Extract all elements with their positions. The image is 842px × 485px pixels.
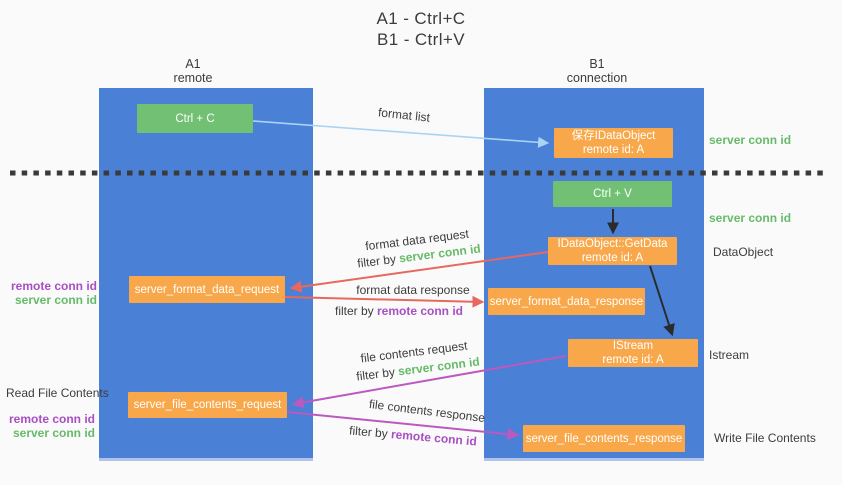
node-save-idataobject: 保存IDataObject remote id: A	[554, 128, 673, 158]
node-idataobject-getdata: IDataObject::GetData remote id: A	[548, 237, 677, 265]
side-label-remote-conn-id-format: remote conn id	[10, 279, 97, 293]
side-label-server-conn-id-top: server conn id	[709, 133, 792, 147]
side-label-istream: Istream	[709, 348, 750, 362]
title-line-1: A1 - Ctrl+C	[376, 9, 466, 28]
side-label-dataobject: DataObject	[713, 245, 774, 259]
file-contents-response-arrow	[286, 411, 520, 441]
format-data-request-arrow	[289, 251, 549, 293]
lane-header-b1: B1 connection	[567, 57, 627, 85]
filter-by-text: filter by	[334, 304, 377, 318]
label-format-data-response: format data response	[356, 283, 470, 297]
node-getdata-line1: IDataObject::GetData	[557, 238, 668, 250]
format-list-arrow	[252, 120, 550, 148]
lane-a1-name: A1	[185, 57, 201, 71]
node-file-request-label: server_file_contents_request	[133, 399, 282, 411]
format-data-response-arrow	[284, 295, 485, 308]
node-file-response-label: server_file_contents_response	[525, 432, 683, 445]
node-server-file-contents-response: server_file_contents_response	[523, 425, 685, 452]
file-contents-request-arrow	[291, 355, 567, 409]
node-getdata-line2: remote id: A	[581, 252, 644, 264]
side-label-write-file-contents: Write File Contents	[714, 431, 816, 445]
node-server-format-data-response: server_format_data_response	[488, 288, 645, 315]
node-istream: IStream remote id: A	[568, 339, 698, 367]
side-label-read-file-contents: Read File Contents	[6, 386, 109, 400]
node-save-idataobject-line2: remote id: A	[582, 144, 645, 156]
node-ctrl-c: Ctrl + C	[137, 104, 253, 133]
lane-header-a1: A1 remote	[174, 57, 213, 85]
node-server-format-data-request: server_format_data_request	[129, 276, 285, 303]
lane-b1-subtitle: connection	[566, 71, 628, 85]
node-ctrl-v-label: Ctrl + V	[593, 188, 632, 200]
side-label-server-conn-id-format: server conn id	[14, 293, 97, 307]
node-istream-line2: remote id: A	[602, 354, 664, 366]
side-label-server-conn-id-mid: server conn id	[709, 211, 792, 225]
getdata-to-istream-arrow	[649, 265, 675, 337]
remote-conn-id-text: remote conn id	[377, 304, 464, 318]
lane-b1-name: B1	[589, 57, 605, 71]
node-istream-line1: IStream	[612, 340, 654, 352]
node-ctrl-c-label: Ctrl + C	[175, 112, 215, 125]
node-format-response-label: server_format_data_response	[489, 295, 644, 308]
side-label-server-conn-id-file: server conn id	[12, 426, 95, 440]
side-label-remote-conn-id-file: remote conn id	[8, 412, 95, 426]
node-format-request-label: server_format_data_request	[134, 283, 280, 296]
side-label-conn-ids-file: remote conn id server conn id	[0, 412, 95, 440]
node-save-idataobject-line1: 保存IDataObject	[571, 130, 656, 142]
side-label-conn-ids-format: remote conn id server conn id	[0, 279, 97, 307]
title-line-2: B1 - Ctrl+V	[376, 30, 465, 49]
lane-a1-subtitle: remote	[173, 71, 213, 85]
node-server-file-contents-request: server_file_contents_request	[128, 392, 287, 418]
diagram-title: A1 - Ctrl+C B1 - Ctrl+V	[0, 8, 842, 50]
label-filter-by-remote-conn-id-format: filter by remote conn id	[335, 304, 463, 318]
node-ctrl-v: Ctrl + V	[553, 181, 672, 207]
